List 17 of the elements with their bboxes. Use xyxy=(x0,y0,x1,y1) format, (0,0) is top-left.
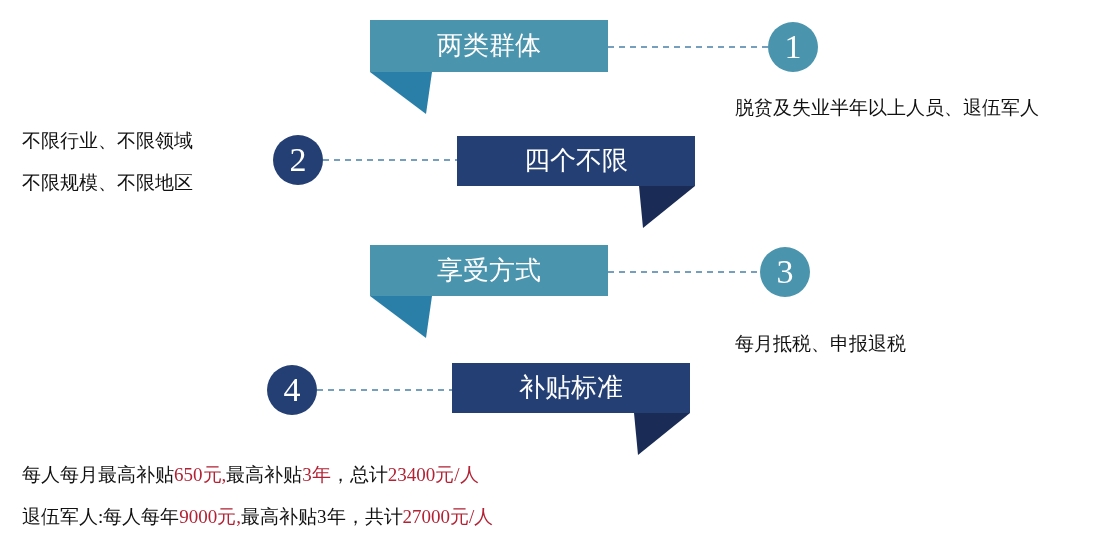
description-text: 不限行业、不限领域 xyxy=(22,129,193,153)
banner-title: 两类群体 xyxy=(437,33,541,59)
dashed-connector xyxy=(322,159,458,161)
ribbon-banner xyxy=(370,20,608,114)
description-text: 脱贫及失业半年以上人员、退伍军人 xyxy=(735,96,1039,120)
description-text: 每人每月最高补贴650元,最高补贴3年，总计23400元/人 xyxy=(22,463,479,487)
ribbon-banner xyxy=(370,245,608,338)
description-text: 退伍军人:每人每年9000元,最高补贴3年，共计27000元/人 xyxy=(22,505,494,529)
banner-title: 四个不限 xyxy=(524,148,628,174)
banner-title: 享受方式 xyxy=(437,257,541,284)
ribbon-banner xyxy=(457,136,695,228)
description-text: 每月抵税、申报退税 xyxy=(735,332,906,356)
dashed-connector xyxy=(316,389,453,391)
banner-title: 补贴标准 xyxy=(519,375,623,401)
description-text: 不限规模、不限地区 xyxy=(22,171,193,195)
ribbon-banner xyxy=(452,363,690,455)
dashed-connector xyxy=(607,46,769,48)
